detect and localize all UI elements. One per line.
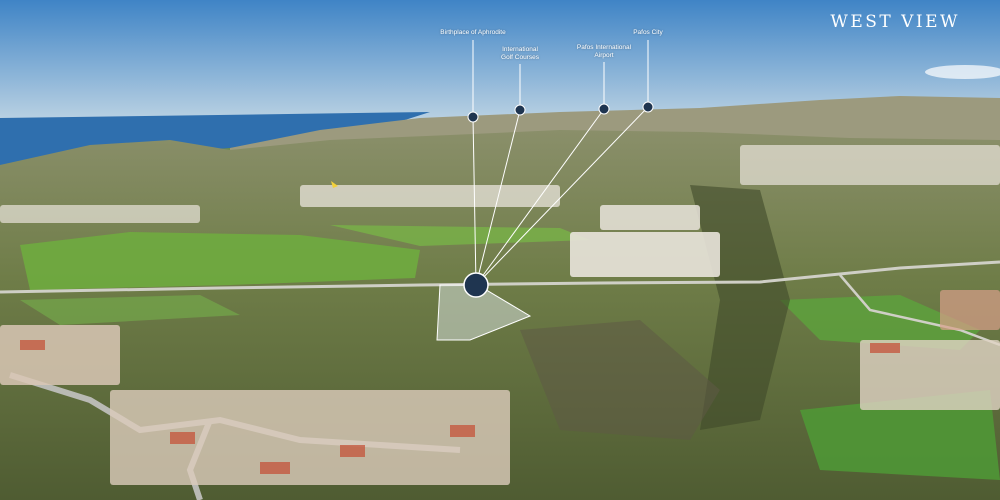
poi-label-line: Airport	[594, 52, 614, 59]
road	[839, 274, 1000, 347]
poi-marker-aphrodite[interactable]	[467, 111, 479, 123]
road	[0, 260, 1000, 294]
hill-slope	[520, 320, 720, 440]
village-foreground	[0, 290, 1000, 485]
leader-lines	[472, 40, 649, 286]
poi-marker-golf[interactable]	[514, 104, 526, 116]
village-center	[0, 145, 1000, 277]
poi-label-line: International	[502, 46, 538, 53]
poi-label-pafos-city: Pafos City	[633, 29, 663, 37]
poi-marker-pafos-city[interactable]	[642, 101, 654, 113]
poi-label-airport: Pafos International Airport	[577, 44, 631, 60]
terrace-field	[780, 295, 980, 350]
cloud	[925, 65, 1000, 79]
poi-label-line: Pafos International	[576, 44, 632, 51]
poi-marker-airport[interactable]	[598, 103, 610, 115]
poi-label-golf: International Golf Courses	[501, 46, 539, 62]
poi-label-aphrodite: Birthplace of Aphrodite	[440, 29, 505, 37]
terrace-field	[800, 390, 1000, 480]
poi-label-line: Golf Courses	[501, 54, 539, 61]
view-title: WEST VIEW	[830, 12, 960, 32]
golf-green	[20, 295, 240, 325]
golf-green	[20, 232, 420, 290]
red-roofs	[20, 340, 900, 474]
golf-green	[330, 225, 590, 246]
poi-label-line: Birthplace of Aphrodite	[440, 29, 506, 36]
poi-label-line: Pafos City	[633, 29, 663, 36]
plot-location-marker[interactable]	[463, 272, 489, 298]
pin-icon	[331, 181, 338, 188]
